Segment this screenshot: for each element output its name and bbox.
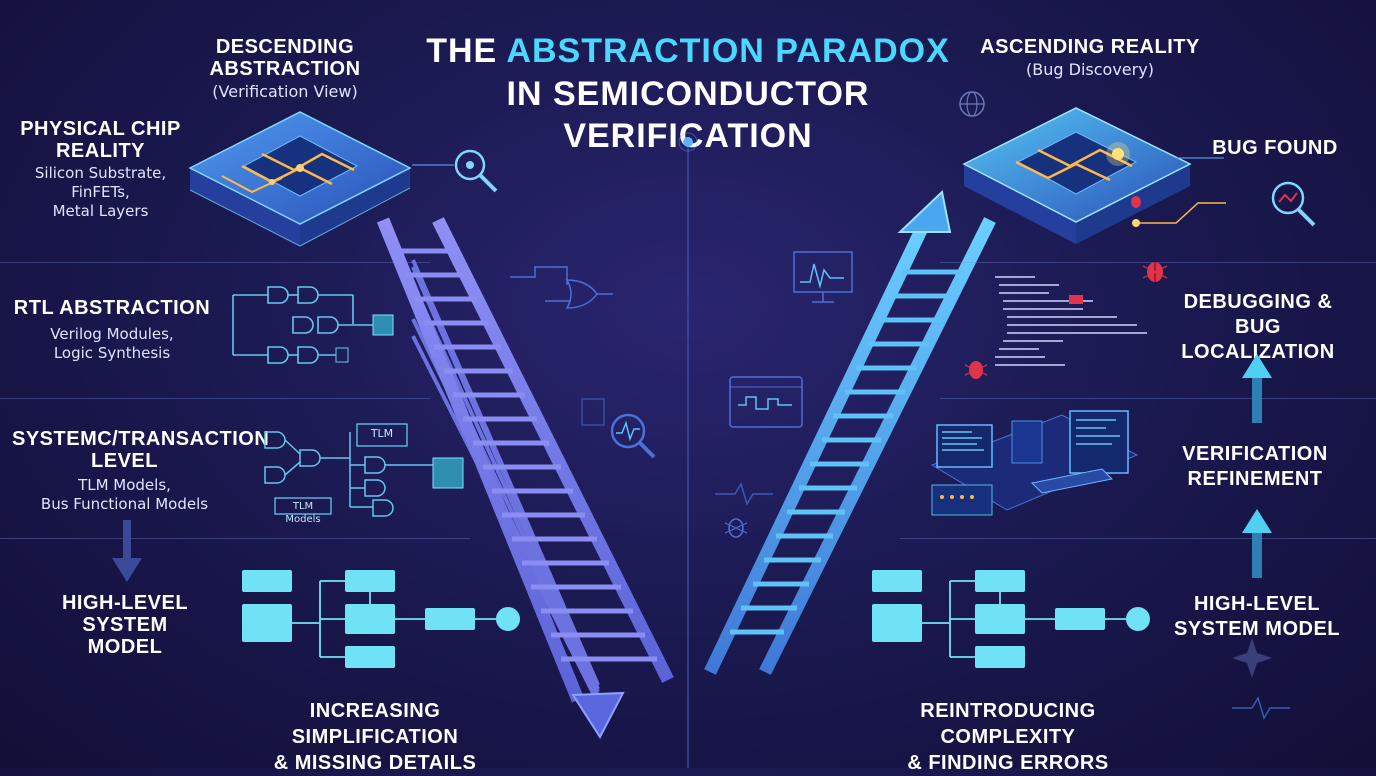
chip-icon	[188, 111, 412, 247]
right-level-refinement: VERIFICATION REFINEMENT	[1182, 443, 1328, 490]
footer-line: & FINDING ERRORS	[907, 752, 1109, 774]
divider	[900, 538, 1376, 539]
pulse-icon	[715, 482, 773, 506]
right-heading: ASCENDING REALITY	[980, 36, 1200, 58]
left-block-diagram	[242, 570, 520, 668]
left-level-highlevel: HIGH-LEVEL SYSTEM MODEL	[45, 592, 205, 658]
level-desc: Metal Layers	[52, 201, 149, 220]
title-line1-pre: THE	[426, 32, 507, 70]
code-window-icon	[995, 276, 1147, 366]
divider	[0, 262, 430, 263]
level-desc: Silicon Substrate,	[34, 164, 167, 182]
footer-line: & MISSING DETAILS	[273, 752, 477, 774]
level-desc: TLM Models,	[78, 476, 171, 494]
divider	[0, 398, 430, 399]
left-subheading: (Verification View)	[212, 82, 358, 101]
page-title: THE ABSTRACTION PARADOX IN SEMICONDUCTOR…	[418, 30, 958, 158]
level-title: RTL ABSTRACTION	[13, 297, 211, 319]
systemc-diagram	[264, 423, 464, 517]
workstation-icon	[930, 410, 1139, 516]
right-block-diagram	[872, 570, 1150, 668]
level-title: HIGH-LEVEL SYSTEM MODEL	[61, 592, 189, 658]
left-level-rtl: RTL ABSTRACTION Verilog Modules, Logic S…	[12, 297, 212, 363]
bug-icon	[1142, 262, 1168, 282]
footer-line: REINTRODUCING COMPLEXITY	[920, 700, 1096, 748]
right-footer: REINTRODUCING COMPLEXITY & FINDING ERROR…	[858, 698, 1158, 776]
level-desc: FinFETs,	[71, 182, 130, 201]
arrow-up-icon	[1242, 509, 1272, 578]
left-heading: DESCENDING ABSTRACTION	[209, 36, 361, 80]
logic-gate-icon	[232, 286, 394, 364]
title-accent: ABSTRACTION PARADOX	[506, 32, 950, 70]
logic-gate-icon	[510, 266, 613, 309]
level-desc: Verilog Modules,	[50, 325, 174, 343]
level-title: SYSTEMC/TRANSACTION LEVEL	[12, 428, 270, 472]
left-level-physical: PHYSICAL CHIP REALITY Silicon Substrate,…	[18, 118, 183, 220]
pulse-icon	[1232, 696, 1290, 720]
right-level-debugging: DEBUGGING & BUG LOCALIZATION	[1181, 291, 1335, 363]
bug-icon	[724, 518, 748, 538]
divider	[940, 398, 1376, 399]
divider	[0, 538, 470, 539]
ladder-icon-descending	[376, 217, 674, 739]
sparkle-icon	[1232, 638, 1272, 678]
bug-found-callout	[1132, 157, 1316, 227]
right-level-highlevel: HIGH-LEVEL SYSTEM MODEL	[1173, 593, 1340, 640]
magnifier-wave-icon	[581, 398, 656, 459]
left-header: DESCENDING ABSTRACTION (Verification Vie…	[150, 36, 420, 102]
tlm-models-box-label: TLM Models	[285, 501, 321, 525]
right-subheading: (Bug Discovery)	[1026, 60, 1154, 79]
left-level-systemc: SYSTEMC/TRANSACTION LEVEL TLM Models, Bu…	[12, 428, 270, 514]
tlm-box-label: TLM	[370, 427, 394, 440]
chip-icon	[962, 107, 1192, 244]
right-header: ASCENDING REALITY (Bug Discovery)	[955, 36, 1225, 80]
magnifier-bug-icon	[412, 149, 498, 193]
arrow-down-icon	[112, 520, 142, 582]
divider	[940, 262, 1376, 263]
title-line2: IN SEMICONDUCTOR VERIFICATION	[506, 74, 870, 156]
globe-icon	[959, 91, 985, 117]
right-level-bug-found: BUG FOUND	[1212, 137, 1338, 159]
ladder-icon-ascending	[704, 190, 996, 675]
level-desc: Logic Synthesis	[53, 343, 171, 362]
waveform-window-icon	[729, 376, 803, 428]
arrow-up-icon	[1242, 354, 1272, 423]
level-desc: Bus Functional Models	[40, 494, 209, 513]
monitor-icon	[793, 251, 853, 303]
level-title: PHYSICAL CHIP REALITY	[20, 118, 181, 162]
footer-line: INCREASING SIMPLIFICATION	[291, 700, 459, 748]
bug-icon	[964, 361, 988, 379]
